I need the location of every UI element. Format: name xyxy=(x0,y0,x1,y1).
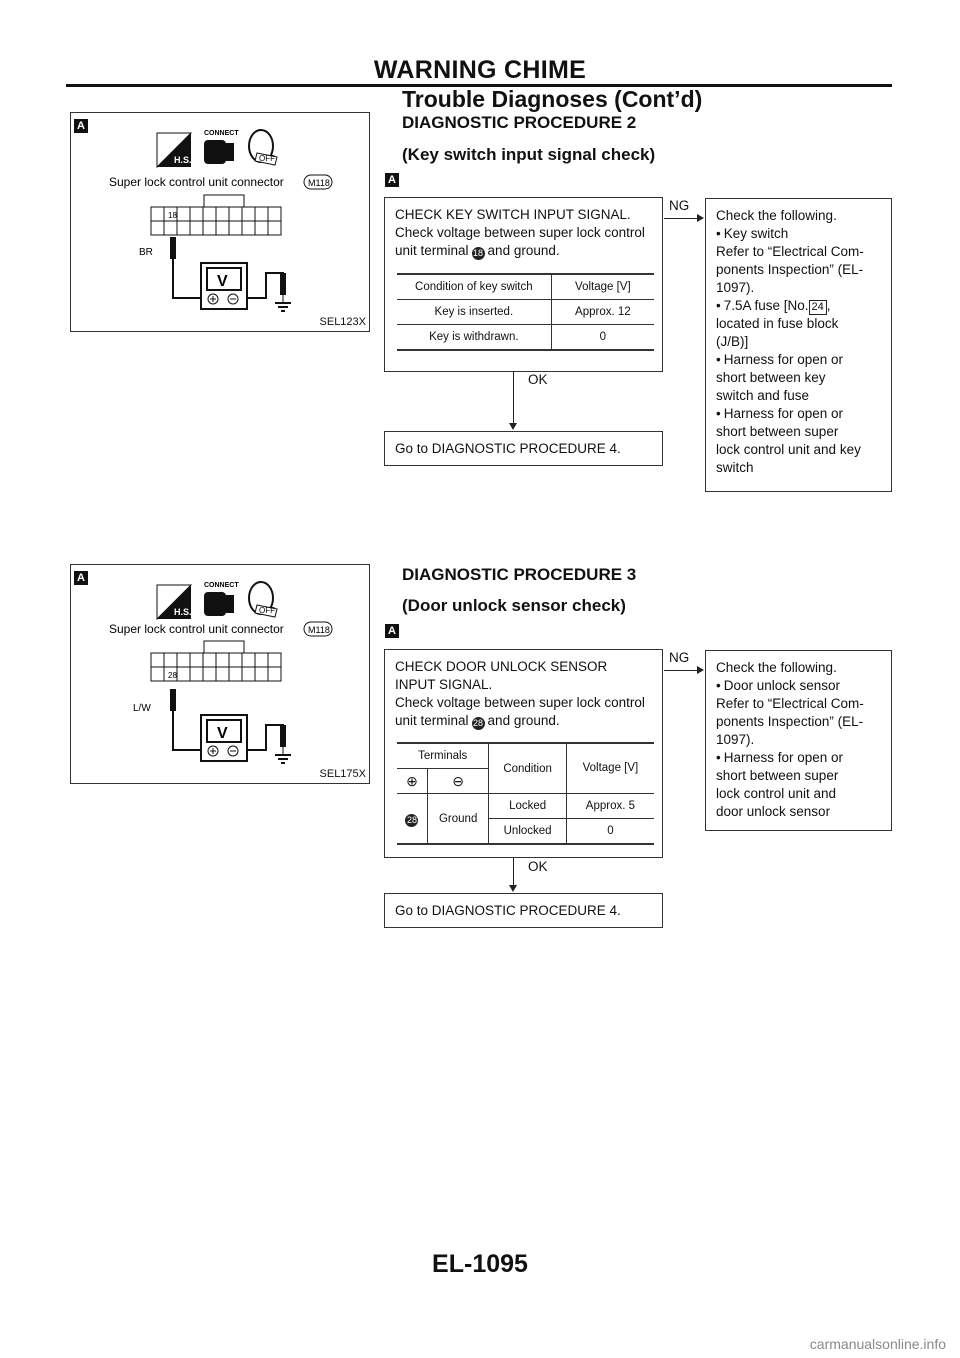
ng-arrow xyxy=(697,214,704,222)
check-text: CHECK KEY SWITCH INPUT SIGNAL. Check vol… xyxy=(395,207,645,260)
check-box: CHECK KEY SWITCH INPUT SIGNAL. Check vol… xyxy=(384,197,663,372)
terminal-badge: 28 xyxy=(471,717,485,730)
probe-wire: L/W xyxy=(133,689,291,764)
fuse-number-badge: 24 xyxy=(808,300,827,315)
voltage-table: Terminals Condition Voltage [V] ⊕ ⊖ 28 G… xyxy=(397,742,654,845)
connect-label: CONNECT xyxy=(204,582,239,589)
watermark: carmanualsonline.info xyxy=(809,1336,946,1352)
ng-connector xyxy=(664,218,698,219)
connector-icon xyxy=(204,592,234,616)
connector-diagram: H.S. CONNECT OFF Super lock control unit… xyxy=(109,129,333,312)
terminal-badge: 28 xyxy=(405,813,419,827)
check-box: CHECK DOOR UNLOCK SENSOR INPUT SIGNAL. C… xyxy=(384,649,663,858)
ng-check-text: Check the following. Key switch Refer to… xyxy=(716,207,883,477)
figure-proc3: A H.S. CONNECT OFF Super lock control un… xyxy=(70,564,370,784)
svg-text:M118: M118 xyxy=(308,178,330,188)
figure-tag: A xyxy=(74,119,88,133)
procedure-tag: A xyxy=(385,173,399,187)
connector-face: 28 xyxy=(150,640,282,682)
connector-id-badge: M118 xyxy=(303,174,333,190)
probe-wire: BR xyxy=(139,237,291,312)
section-subtitle: Trouble Diagnoses (Cont’d) xyxy=(402,86,703,112)
svg-text:V: V xyxy=(217,725,228,742)
ok-label: OK xyxy=(528,372,548,387)
connector-face: 18 xyxy=(150,194,282,236)
procedure-subtitle: (Key switch input signal check) xyxy=(402,145,656,164)
procedure-title: DIAGNOSTIC PROCEDURE 3 xyxy=(402,565,637,584)
hs-icon: H.S. xyxy=(156,132,193,169)
ng-check-text: Check the following. Door unlock sensor … xyxy=(716,659,883,821)
svg-text:OFF: OFF xyxy=(259,154,275,163)
svg-text:L/W: L/W xyxy=(133,703,151,714)
ng-label: NG xyxy=(669,198,690,213)
connect-label: CONNECT xyxy=(204,130,239,137)
figure-proc2: A H.S. CONNECT OFF Super lock control un… xyxy=(70,112,370,332)
key-icon: OFF xyxy=(248,129,278,166)
procedure-tag: A xyxy=(385,624,399,638)
check-text: CHECK DOOR UNLOCK SENSOR INPUT SIGNAL. C… xyxy=(395,659,645,730)
goto-box: Go to DIAGNOSTIC PROCEDURE 4. xyxy=(384,893,663,928)
svg-text:M118: M118 xyxy=(308,625,330,635)
ok-connector xyxy=(513,372,514,424)
ng-arrow xyxy=(697,666,704,674)
hs-icon: H.S. xyxy=(156,584,193,621)
figure-code: SEL175X xyxy=(319,768,366,780)
svg-text:H.S.: H.S. xyxy=(174,155,192,165)
voltmeter-icon: V xyxy=(200,262,248,310)
key-icon: OFF xyxy=(248,581,278,618)
goto-box: Go to DIAGNOSTIC PROCEDURE 4. xyxy=(384,431,663,466)
section-title: WARNING CHIME xyxy=(373,56,587,84)
procedure-title: DIAGNOSTIC PROCEDURE 2 xyxy=(402,113,637,132)
svg-text:18: 18 xyxy=(168,211,177,220)
ok-arrow xyxy=(509,885,517,892)
figure-tag: A xyxy=(74,571,88,585)
connector-label: Super lock control unit connector xyxy=(109,622,284,636)
figure-code: SEL123X xyxy=(319,316,366,328)
svg-text:H.S.: H.S. xyxy=(174,607,192,617)
connector-label: Super lock control unit connector xyxy=(109,175,284,189)
svg-text:28: 28 xyxy=(168,671,177,680)
voltage-table: Condition of key switch Voltage [V] Key … xyxy=(397,273,654,351)
page-number: EL-1095 xyxy=(432,1250,528,1278)
header-rule xyxy=(66,84,892,87)
svg-text:V: V xyxy=(217,273,228,290)
voltmeter-icon: V xyxy=(200,714,248,762)
terminal-badge: 18 xyxy=(471,247,485,260)
ng-connector xyxy=(664,670,698,671)
ok-label: OK xyxy=(528,859,548,874)
ng-check-box: Check the following. Key switch Refer to… xyxy=(705,198,892,492)
ng-label: NG xyxy=(669,650,690,665)
connector-diagram: H.S. CONNECT OFF Super lock control unit… xyxy=(109,581,333,764)
svg-text:BR: BR xyxy=(139,247,153,258)
ok-arrow xyxy=(509,423,517,430)
ok-connector xyxy=(513,858,514,886)
ng-check-box: Check the following. Door unlock sensor … xyxy=(705,650,892,831)
connector-id-badge: M118 xyxy=(303,621,333,637)
procedure-subtitle: (Door unlock sensor check) xyxy=(402,596,626,615)
connector-icon xyxy=(204,140,234,164)
svg-text:OFF: OFF xyxy=(259,606,275,615)
